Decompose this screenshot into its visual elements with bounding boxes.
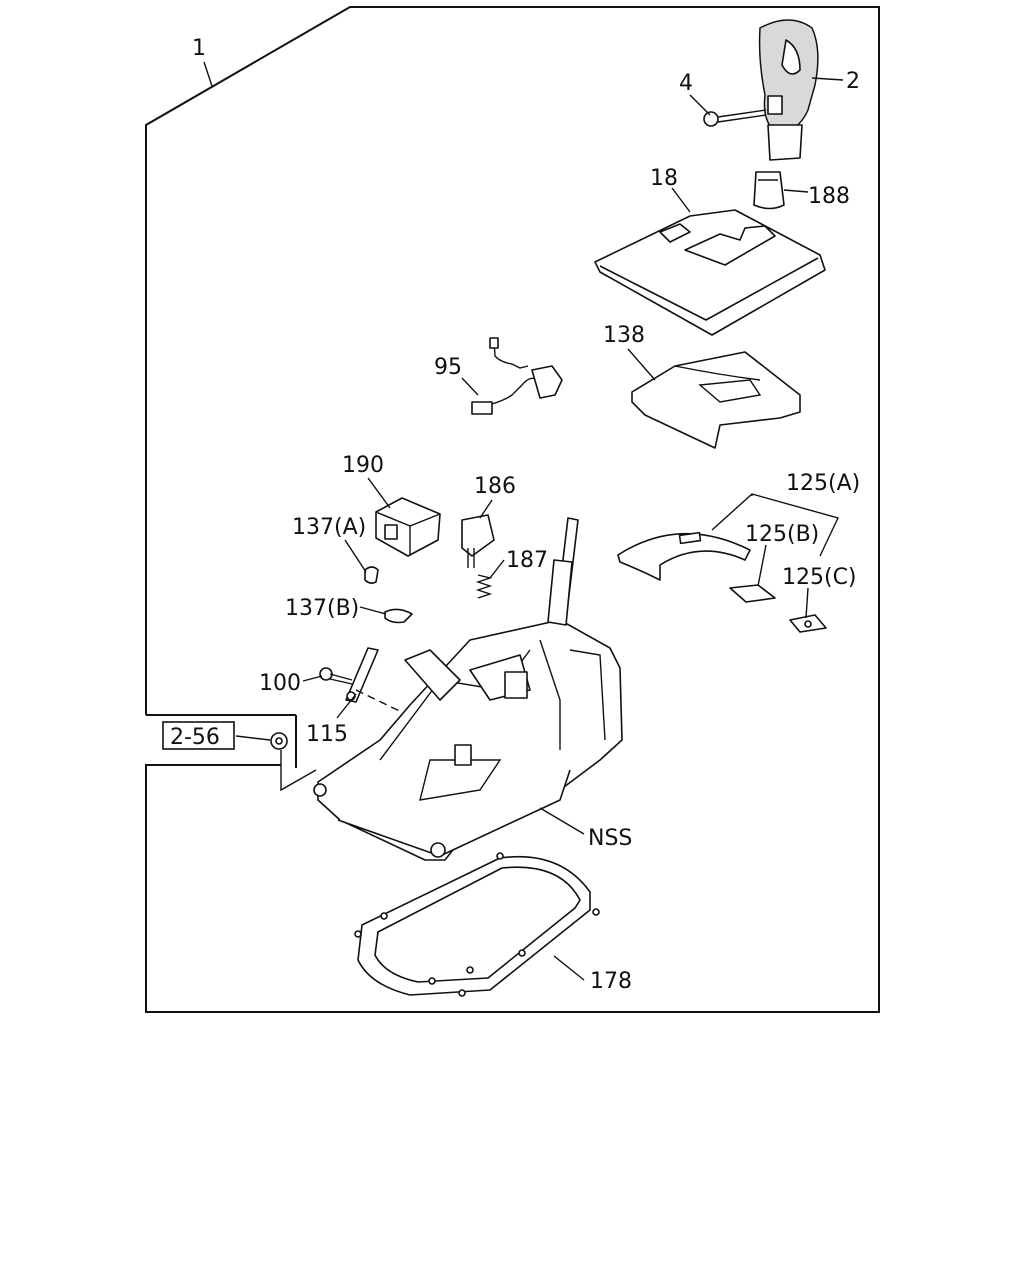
flange-nut bbox=[270, 732, 288, 750]
callout-4: 4 bbox=[679, 71, 693, 96]
console-cover bbox=[594, 209, 826, 336]
callout-100: 100 bbox=[259, 671, 301, 696]
callout-115: 115 bbox=[306, 722, 348, 747]
leader-lines bbox=[203, 61, 844, 981]
callout-187: 187 bbox=[506, 548, 548, 573]
bolt bbox=[319, 667, 353, 685]
callout-137a: 137(A) bbox=[292, 515, 366, 540]
spring bbox=[475, 574, 493, 599]
callout-2: 2 bbox=[846, 69, 860, 94]
assembly-frame bbox=[145, 6, 880, 1013]
callout-125a: 125(A) bbox=[786, 471, 860, 496]
callout-18: 18 bbox=[650, 166, 678, 191]
callout-nss: NSS bbox=[588, 826, 632, 851]
label-c bbox=[789, 614, 827, 633]
callout-137b: 137(B) bbox=[285, 596, 359, 621]
label-b bbox=[729, 584, 776, 603]
callout-178: 178 bbox=[590, 969, 632, 994]
clip-a bbox=[364, 566, 379, 584]
wiring-harness bbox=[471, 337, 563, 415]
callout-190: 190 bbox=[342, 453, 384, 478]
callout-186: 186 bbox=[474, 474, 516, 499]
console-bezel bbox=[631, 351, 801, 449]
callout-125b: 125(B) bbox=[745, 522, 819, 547]
shift-knob bbox=[758, 19, 819, 161]
callout-95: 95 bbox=[434, 355, 462, 380]
ref-box-2-56 bbox=[162, 721, 235, 750]
callout-2-56: 2-56 bbox=[170, 725, 220, 750]
callout-188: 188 bbox=[808, 184, 850, 209]
knob-screw bbox=[703, 109, 767, 127]
shift-lock-switch bbox=[461, 514, 495, 568]
knob-collar bbox=[753, 171, 785, 210]
cable-rod bbox=[345, 647, 379, 703]
indicator-panel bbox=[617, 531, 751, 581]
callout-1: 1 bbox=[192, 36, 206, 61]
control-module bbox=[375, 497, 441, 557]
gasket-frame bbox=[354, 852, 600, 997]
nut-leader bbox=[280, 750, 317, 792]
callout-138: 138 bbox=[603, 323, 645, 348]
callout-125c: 125(C) bbox=[782, 565, 857, 590]
clip-b bbox=[384, 608, 413, 624]
shift-lever-housing bbox=[313, 517, 623, 861]
